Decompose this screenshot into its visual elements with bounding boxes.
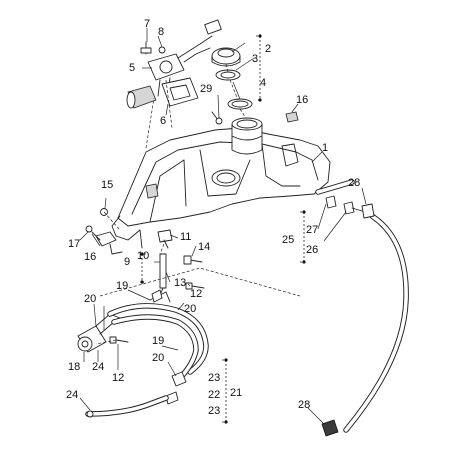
callout-10: 10 xyxy=(137,250,149,262)
callout-1: 1 xyxy=(322,142,328,154)
callout-7: 7 xyxy=(144,18,150,30)
callout-18: 18 xyxy=(68,361,80,373)
callout-3: 3 xyxy=(252,53,258,65)
callout-4: 4 xyxy=(260,77,266,89)
callout-15: 15 xyxy=(101,179,113,191)
callout-16-top: 16 xyxy=(296,94,308,106)
callout-24-mid: 24 xyxy=(92,361,104,373)
callout-12-right: 12 xyxy=(190,288,202,300)
callout-20-left: 20 xyxy=(84,293,96,305)
callout-24-bottom: 24 xyxy=(66,389,78,401)
fuel-tank xyxy=(95,117,331,255)
breather-hose xyxy=(315,179,409,437)
fuel-pump-assembly xyxy=(126,19,222,109)
tank-cap-assembly xyxy=(211,47,253,110)
fuel-valve xyxy=(77,313,121,353)
callout-17: 17 xyxy=(68,238,80,250)
callout-27: 27 xyxy=(306,224,318,236)
callout-25: 25 xyxy=(282,234,294,246)
callout-19-bottom: 19 xyxy=(152,335,164,347)
callout-21: 21 xyxy=(230,387,242,399)
callout-6: 6 xyxy=(160,115,166,127)
callout-20-right: 20 xyxy=(184,303,196,315)
callout-9: 9 xyxy=(124,256,130,268)
callout-28-top: 28 xyxy=(348,177,360,189)
leader-lines xyxy=(79,28,367,425)
callout-8: 8 xyxy=(158,26,164,38)
callout-22: 22 xyxy=(208,389,220,401)
callout-13: 13 xyxy=(174,277,186,289)
fuel-hoses xyxy=(85,289,209,418)
group-brackets xyxy=(140,34,306,424)
callout-19-top: 19 xyxy=(116,280,128,292)
callout-28-bottom: 28 xyxy=(298,399,310,411)
callout-2: 2 xyxy=(265,43,271,55)
callout-12-left: 12 xyxy=(112,372,124,384)
callout-29: 29 xyxy=(200,83,212,95)
callout-labels: 7 8 5 6 2 3 4 29 16 1 15 17 16 11 14 9 1… xyxy=(66,18,360,417)
callout-20-bottom: 20 xyxy=(152,352,164,364)
callout-16-left: 16 xyxy=(84,251,96,263)
callout-14: 14 xyxy=(198,241,210,253)
callout-11: 11 xyxy=(180,231,191,243)
callout-26: 26 xyxy=(306,244,318,256)
callout-23-top: 23 xyxy=(208,372,220,384)
callout-5: 5 xyxy=(129,62,135,74)
callout-23-bottom: 23 xyxy=(208,405,220,417)
